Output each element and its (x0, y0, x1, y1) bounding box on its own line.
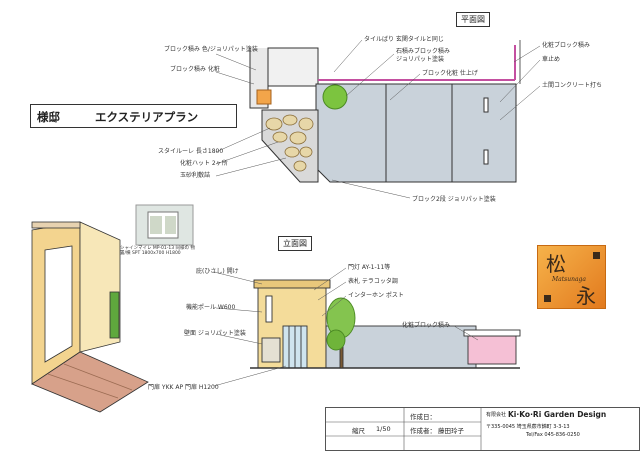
plan-label: 石積みブロック積み (396, 48, 451, 55)
scale-value: 1/50 (376, 425, 391, 433)
elev-label: 機能ポール W600 (186, 304, 236, 311)
plan-label: ブロック積み 色/ジョリパット塗装 (164, 46, 258, 53)
side-wall (325, 325, 477, 369)
mail-panel (265, 295, 273, 323)
plan-label: 玉砂利敷詰 (180, 172, 211, 179)
elev-label: 門扉 YKK AP 門扉 H1200 (148, 384, 219, 391)
logo-kanji-2: 永 (576, 284, 596, 308)
plan-label: 化粧ハット 2ヶ所 (180, 160, 228, 167)
shrub (322, 84, 348, 110)
created-by-label: 作成者： (410, 427, 436, 435)
logo-square-icon (544, 295, 551, 302)
logo-script: Matsunaga (552, 276, 586, 283)
logo-square-icon (593, 252, 600, 259)
title-block: 作成日： 作成者： 藤田玲子 縮尺 1/50 有限会社 Ki·Ko·Ri Gar… (325, 407, 640, 451)
title-block-grid (326, 408, 482, 450)
title-client: 様邸 (37, 110, 60, 124)
car-stop-2 (483, 149, 489, 165)
plan-label: 車止め (542, 56, 561, 63)
car-stop-1 (483, 97, 489, 113)
elevation-view (213, 267, 521, 387)
plan-label: ブロック積み 化粧 (170, 66, 220, 73)
company-logo: 松 永 Matsunaga (537, 245, 606, 309)
created-date-label: 作成日： (410, 413, 436, 421)
plan-label: スタイルーレ 長さ1800 (158, 148, 224, 155)
elev-label: 壁面 ジョリパット塗装 (184, 330, 246, 337)
elev-label: 化粧ブロック積み (402, 322, 451, 329)
planter (256, 89, 272, 105)
scale-label: 縮尺 (352, 427, 365, 435)
section-elevation: 立面図 (278, 236, 312, 251)
plan-view (215, 39, 541, 199)
elevation-tree (326, 297, 356, 369)
plan-label: ブロック2段 ジョリパット塗装 (412, 196, 496, 203)
company-prefix: 有限会社 (486, 412, 507, 418)
stepping-stones (265, 114, 314, 172)
plan-label: タイルばり 玄関タイルと同じ (364, 36, 444, 43)
wall-top (253, 279, 331, 289)
photo-caption: シャインマイレ MP-01-13 同様の 物置/横 SPT 1800x700 H… (120, 246, 195, 256)
product-photo (135, 204, 194, 246)
company-name: Ki·Ko·Ri Garden Design (508, 410, 607, 419)
title-box: 様邸 エクステリアプラン (30, 104, 237, 128)
elev-label: 門灯 AY-1-11等 (348, 264, 391, 271)
elev-label: 表札 テラコッタ調 (348, 278, 398, 285)
plan-block-area (267, 47, 319, 87)
right-block (467, 335, 517, 365)
company-address: 〒335-0045 埼玉県蕨市錦町 3-3-13 (486, 424, 570, 430)
author-name: 藤田玲子 (438, 427, 464, 435)
perspective-sketch (31, 221, 149, 413)
logo-kanji-1: 松 (546, 252, 566, 276)
plan-label: ブロック化粧 仕上げ (422, 70, 478, 77)
title-main: エクステリアプラン (95, 110, 199, 124)
elev-label: 庇(ひさし) 開け (196, 268, 239, 275)
company-tel: Tel/Fax 045-836-0250 (526, 432, 580, 438)
elev-label: インターホン ポスト (348, 292, 404, 299)
elevation-leaders (213, 267, 479, 387)
plan-label: 土間コンクリート打ち (542, 82, 603, 89)
section-plan: 平面図 (456, 12, 490, 27)
wall-stone (261, 337, 281, 363)
right-block-top (463, 329, 521, 337)
plan-label: 化粧ブロック積み (542, 42, 591, 49)
plan-label: ジョリパット塗装 (396, 56, 445, 63)
